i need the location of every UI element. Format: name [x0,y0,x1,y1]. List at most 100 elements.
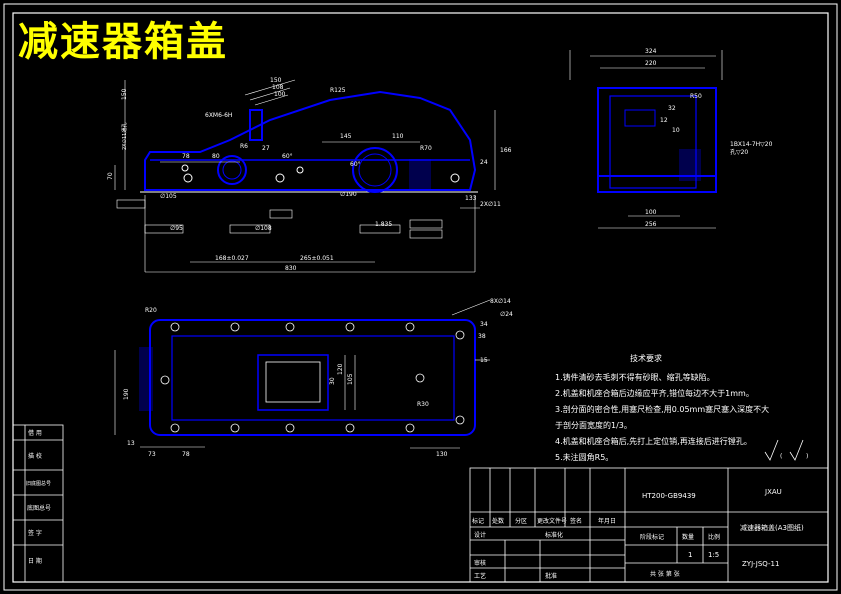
svg-text:1:5: 1:5 [708,551,719,559]
svg-text:70: 70 [107,172,114,180]
svg-text:2X∅11: 2X∅11 [480,201,501,208]
requirements-heading: 技术要求 [630,353,662,363]
svg-text:借 用: 借 用 [28,429,42,437]
front-view [140,90,478,193]
svg-text:数量: 数量 [682,533,694,541]
title-block [469,467,829,583]
svg-text:12: 12 [660,117,668,124]
front-view-labels: 150 108 100 R125 145 110 78 80 60° 60° 2… [107,77,512,272]
svg-text:R30: R30 [417,401,429,408]
svg-text:阶段标记: 阶段标记 [640,533,664,541]
requirement-item: 3.剖分面的密合性,用塞尺检查,用0.05mm塞尺塞入深度不大 [555,404,769,414]
svg-text:2X∅11通孔: 2X∅11通孔 [121,123,128,150]
svg-text:168±0.027: 168±0.027 [215,255,249,262]
svg-text:30: 30 [329,377,336,385]
title-block-text: HT200-GB9439 JXAU 减速器箱盖(A3图纸) ZYJ-JSQ-11… [472,488,804,580]
svg-text:标记: 标记 [472,517,484,525]
svg-text:孔▽20: 孔▽20 [730,148,748,156]
svg-text:比例: 比例 [708,533,720,541]
svg-text:): ) [806,453,808,460]
drawing-number: ZYJ-JSQ-11 [742,560,779,568]
top-view-dims [114,299,491,449]
svg-text:1BX14-7H▽20: 1BX14-7H▽20 [730,141,773,148]
svg-text:∅108: ∅108 [255,225,272,232]
svg-text:批准: 批准 [545,572,557,580]
svg-text:108: 108 [272,84,284,91]
svg-text:描 校: 描 校 [28,452,42,460]
svg-text:133: 133 [465,195,477,202]
svg-text:100: 100 [274,91,286,98]
svg-text:60°: 60° [350,161,361,168]
svg-text:120: 120 [337,363,344,375]
side-view-dims [569,50,723,229]
svg-text:166: 166 [500,147,512,154]
svg-text:38: 38 [478,333,486,340]
svg-text:∅190: ∅190 [340,191,357,198]
svg-text:80: 80 [212,153,220,160]
svg-text:265±0.051: 265±0.051 [300,255,334,262]
svg-text:1: 1 [688,551,692,559]
svg-text:旧底图总号: 旧底图总号 [26,480,51,487]
svg-text:(: ( [780,453,782,460]
svg-text:256: 256 [645,221,657,228]
requirement-item: 2.机盖和机座合箱后边缘应平齐,错位每边不大于1mm。 [555,388,754,398]
svg-text:标准化: 标准化 [545,531,563,539]
side-view-labels: 324 220 100 256 10 12 R50 32 1BX14-7H▽20… [645,48,773,228]
technical-requirements: 技术要求 1.铸件清砂去毛刺不得有砂眼、缩孔等缺陷。 2.机盖和机座合箱后边缘应… [555,353,769,462]
svg-text:110: 110 [392,133,404,140]
svg-text:底图总号: 底图总号 [27,504,51,512]
svg-text:150: 150 [121,88,128,100]
tolerance-frames [116,199,443,239]
svg-text:100: 100 [645,209,657,216]
svg-text:更改文件号: 更改文件号 [537,517,567,525]
svg-text:∅24: ∅24 [500,311,513,318]
svg-text:1.835: 1.835 [375,221,392,228]
svg-text:签 字: 签 字 [28,529,42,537]
svg-text:73: 73 [148,451,156,458]
material: HT200-GB9439 [642,492,696,500]
left-strip [12,424,64,583]
left-strip-labels: 借 用 描 校 旧底图总号 底图总号 签 字 日 期 [26,429,51,565]
svg-text:年月日: 年月日 [598,517,616,525]
svg-text:78: 78 [182,153,190,160]
svg-text:分区: 分区 [515,517,527,525]
svg-text:6XM6-6H: 6XM6-6H [205,112,232,119]
svg-text:∅95: ∅95 [170,225,183,232]
drawing-title: 减速器箱盖 [18,19,228,65]
requirement-item: 1.铸件清砂去毛刺不得有砂眼、缩孔等缺陷。 [555,372,715,382]
svg-text:830: 830 [285,265,297,272]
requirement-item: 于剖分面宽度的1/3。 [555,420,632,430]
svg-text:R50: R50 [690,93,702,100]
svg-text:78: 78 [182,451,190,458]
svg-text:190: 190 [123,388,130,400]
svg-text:150: 150 [270,77,282,84]
svg-text:324: 324 [645,48,657,55]
svg-text:15: 15 [480,357,488,364]
svg-text:27: 27 [262,145,270,152]
requirement-item: 4.机盖和机座合箱后,先打上定位销,再连接后进行镗孔。 [555,436,752,446]
svg-text:共 张 第 张: 共 张 第 张 [650,570,680,578]
svg-text:设计: 设计 [474,531,486,539]
svg-text:220: 220 [645,60,657,67]
svg-text:130: 130 [436,451,448,458]
svg-text:13: 13 [127,440,135,447]
svg-text:34: 34 [480,321,488,328]
svg-text:日 期: 日 期 [28,557,42,565]
svg-text:处数: 处数 [492,517,504,525]
svg-text:24: 24 [480,159,488,166]
svg-text:签名: 签名 [570,517,582,525]
top-view-labels: 8X∅14 ∅24 38 34 15 120 105 190 30 13 73 … [123,298,513,458]
inner-frame [12,12,829,583]
svg-text:审核: 审核 [474,559,486,567]
svg-text:∅105: ∅105 [160,193,177,200]
svg-text:R6: R6 [240,143,248,150]
svg-text:145: 145 [340,133,352,140]
part-name: 减速器箱盖(A3图纸) [740,523,804,532]
svg-text:工艺: 工艺 [474,572,486,580]
top-view-holes [160,322,465,433]
top-view [139,319,476,436]
requirement-item: 5.未注圆角R5。 [555,452,613,462]
svg-text:R125: R125 [330,87,346,94]
svg-text:R20: R20 [145,307,157,314]
